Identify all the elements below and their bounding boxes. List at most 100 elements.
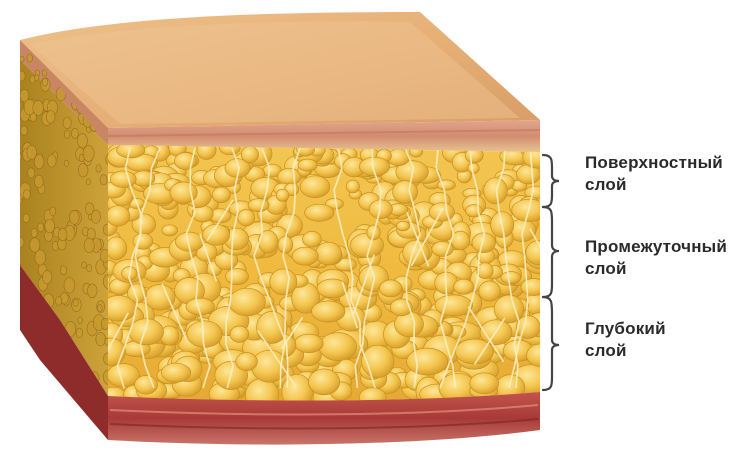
- fat-lobule-side: [56, 297, 62, 306]
- fat-lobule: [192, 205, 213, 222]
- fat-lobule-side: [64, 130, 70, 138]
- fat-lobule-side: [46, 111, 55, 124]
- fat-lobule: [161, 363, 191, 382]
- fat-lobule: [516, 316, 540, 339]
- fat-lobule-side: [60, 266, 66, 275]
- fat-lobule: [317, 279, 348, 298]
- bracket-superficial: [543, 155, 559, 207]
- fat-lobule: [300, 176, 330, 198]
- fat-lobule-side: [78, 317, 83, 324]
- fat-lobule: [248, 199, 269, 212]
- label-deep-line2: слой: [585, 340, 750, 362]
- fat-lobule-side: [43, 270, 52, 284]
- fat-lobule-side: [82, 262, 87, 269]
- fat-lobule-side: [35, 75, 39, 81]
- fat-lobule-side: [18, 71, 25, 81]
- fat-lobule-side: [16, 153, 21, 161]
- layer-brackets: [543, 155, 559, 390]
- fat-lobule: [346, 180, 359, 193]
- fat-lobule-side: [96, 165, 101, 173]
- fat-lobule: [187, 321, 222, 348]
- fat-lobule: [479, 281, 501, 301]
- fat-lobule-side: [50, 207, 56, 216]
- fat-lobule: [308, 369, 339, 395]
- fat-lobule-side: [86, 179, 90, 185]
- fat-lobule: [238, 210, 255, 226]
- fat-lobule: [501, 272, 521, 284]
- label-superficial-line1: Поверхностный: [585, 152, 750, 174]
- fat-lobule: [397, 221, 410, 231]
- fat-lobule: [276, 189, 289, 201]
- label-superficial-layer: Поверхностный слой: [585, 152, 750, 196]
- fat-lobule-side: [96, 332, 106, 346]
- fat-lobule: [257, 311, 288, 343]
- fat-lobule: [236, 353, 258, 371]
- fat-lobule-side: [27, 145, 37, 159]
- fat-lobule: [437, 180, 455, 190]
- fat-lobule-side: [63, 117, 71, 129]
- fat-lobule: [129, 319, 163, 345]
- label-intermediate-line1: Промежуточный: [585, 236, 750, 258]
- fat-lobule-side: [16, 237, 24, 248]
- fat-lobule: [212, 187, 230, 203]
- fat-lobule-side: [38, 223, 44, 232]
- fat-lobule: [305, 204, 334, 221]
- fat-lobule: [226, 269, 249, 285]
- fat-lobule-side: [91, 210, 100, 223]
- fat-lobule-side: [33, 100, 44, 115]
- fat-lobule: [298, 159, 317, 171]
- fat-lobule-side: [76, 328, 83, 337]
- fat-lobule-side: [42, 78, 48, 86]
- fat-lobule-side: [23, 190, 30, 200]
- fat-lobule-side: [39, 377, 50, 392]
- fat-lobule: [110, 171, 136, 187]
- fat-lobule: [106, 237, 127, 260]
- label-intermediate-layer: Промежуточный слой: [585, 236, 750, 280]
- fat-lobule-side: [35, 175, 44, 188]
- fat-lobule-side: [28, 381, 33, 388]
- fat-lobule: [292, 247, 318, 265]
- fat-lobule: [270, 269, 297, 295]
- fat-lobule-side: [28, 168, 35, 178]
- fat-lobule-side: [21, 382, 25, 388]
- fat-lobule-side: [27, 353, 35, 365]
- fat-lobule: [494, 295, 524, 323]
- fat-lobule-side: [77, 134, 87, 148]
- label-superficial-line2: слой: [585, 174, 750, 196]
- fat-lobule-side: [20, 56, 24, 62]
- fat-lobule: [393, 181, 418, 204]
- fat-lobule: [312, 301, 345, 322]
- fat-lobule-side: [73, 299, 78, 306]
- fat-lobule-side: [100, 175, 107, 185]
- label-deep-layer: Глубокий слой: [585, 318, 750, 362]
- fat-lobule-side: [31, 363, 41, 378]
- fat-lobule-side: [42, 377, 50, 388]
- fat-lobule: [454, 279, 474, 294]
- bracket-intermediate: [543, 207, 559, 297]
- fat-lobule: [230, 326, 249, 342]
- fat-lobule-side: [88, 284, 98, 298]
- fat-lobule: [429, 203, 454, 221]
- fat-lobule: [135, 376, 158, 395]
- fat-lobule-side: [64, 278, 75, 294]
- fat-lobule-side: [83, 146, 94, 162]
- fat-lobule-side: [97, 305, 102, 312]
- fat-lobule: [484, 178, 508, 204]
- fat-lobule-side: [71, 128, 78, 138]
- fat-lobule-side: [35, 250, 46, 265]
- fat-lobule: [162, 225, 178, 236]
- fat-lobule: [407, 348, 448, 375]
- fat-lobule: [470, 373, 499, 394]
- fat-lobule: [229, 288, 266, 316]
- fat-lobule-side: [101, 318, 109, 329]
- fat-lobule: [258, 231, 278, 254]
- fat-lobule-side: [45, 219, 55, 233]
- bracket-deep: [543, 297, 559, 390]
- fat-lobule-side: [21, 126, 28, 135]
- fat-lobule-side: [27, 54, 33, 62]
- fat-lobule-side: [87, 228, 95, 240]
- fat-lobule: [106, 206, 129, 226]
- fat-lobule: [294, 334, 323, 353]
- label-intermediate-line2: слой: [585, 258, 750, 280]
